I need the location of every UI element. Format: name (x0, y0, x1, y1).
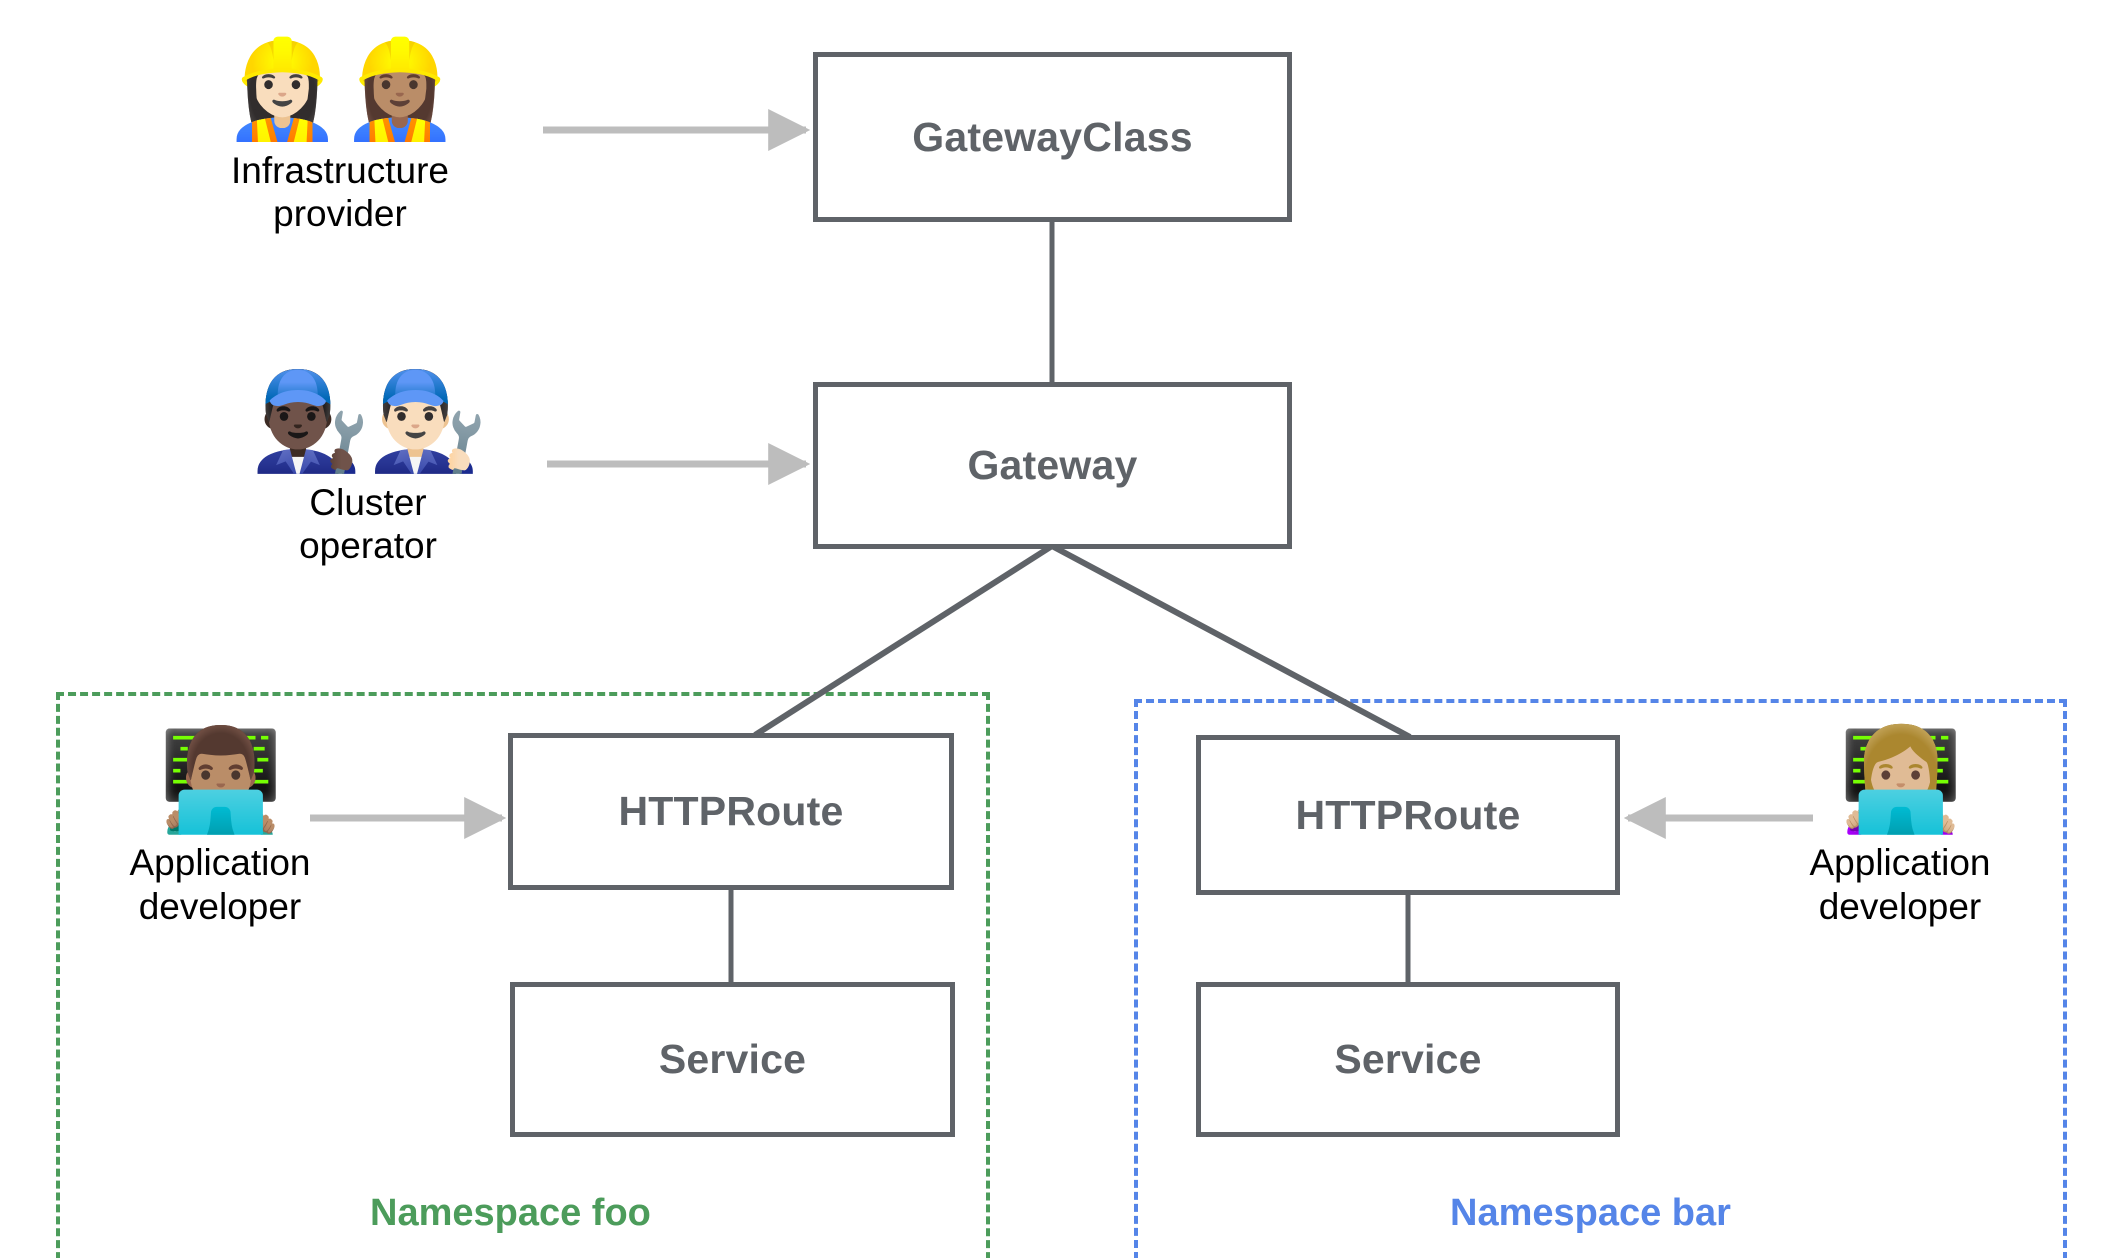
node-gatewayclass-label: GatewayClass (912, 113, 1193, 160)
node-gateway[interactable]: Gateway (813, 382, 1292, 549)
actor-application-developer-bar: 👩🏼‍💻 Application developer (1790, 728, 2010, 928)
node-httproute-foo[interactable]: HTTPRoute (508, 733, 954, 890)
node-service-foo-label: Service (658, 1036, 807, 1082)
technologist-icon: 👩🏼‍💻 (1838, 724, 1964, 836)
mechanic-icon: 👨🏿‍🔧👨🏻‍🔧 (250, 368, 487, 475)
node-gatewayclass[interactable]: GatewayClass (813, 52, 1292, 222)
actor-infrastructure-provider: 👷🏻‍♀️👷🏽‍♀️ Infrastructure provider (200, 36, 480, 236)
namespace-bar-label: Namespace bar (1450, 1192, 1731, 1234)
actor-application-developer-bar-label: Application developer (1809, 842, 1991, 927)
technologist-icon: 👨🏽‍💻 (158, 724, 284, 836)
actor-application-developer-foo: 👨🏽‍💻 Application developer (110, 728, 330, 928)
node-httproute-foo-label: HTTPRoute (618, 788, 844, 834)
node-service-bar-label: Service (1334, 1036, 1482, 1082)
node-gateway-label: Gateway (967, 442, 1138, 488)
actor-infrastructure-provider-label: Infrastructure provider (231, 149, 449, 235)
actor-cluster-operator-label: Cluster operator (299, 481, 437, 567)
actor-cluster-operator: 👨🏿‍🔧👨🏻‍🔧 Cluster operator (250, 371, 487, 568)
namespace-foo-container (56, 692, 990, 1258)
namespace-foo-label: Namespace foo (370, 1192, 651, 1234)
namespace-bar-container (1134, 699, 2067, 1258)
node-service-foo[interactable]: Service (510, 982, 955, 1137)
node-service-bar[interactable]: Service (1196, 982, 1620, 1137)
construction-worker-icon: 👷🏻‍♀️👷🏽‍♀️ (222, 36, 459, 143)
actor-application-developer-foo-label: Application developer (129, 842, 311, 927)
node-httproute-bar[interactable]: HTTPRoute (1196, 735, 1620, 895)
node-httproute-bar-label: HTTPRoute (1295, 791, 1521, 838)
